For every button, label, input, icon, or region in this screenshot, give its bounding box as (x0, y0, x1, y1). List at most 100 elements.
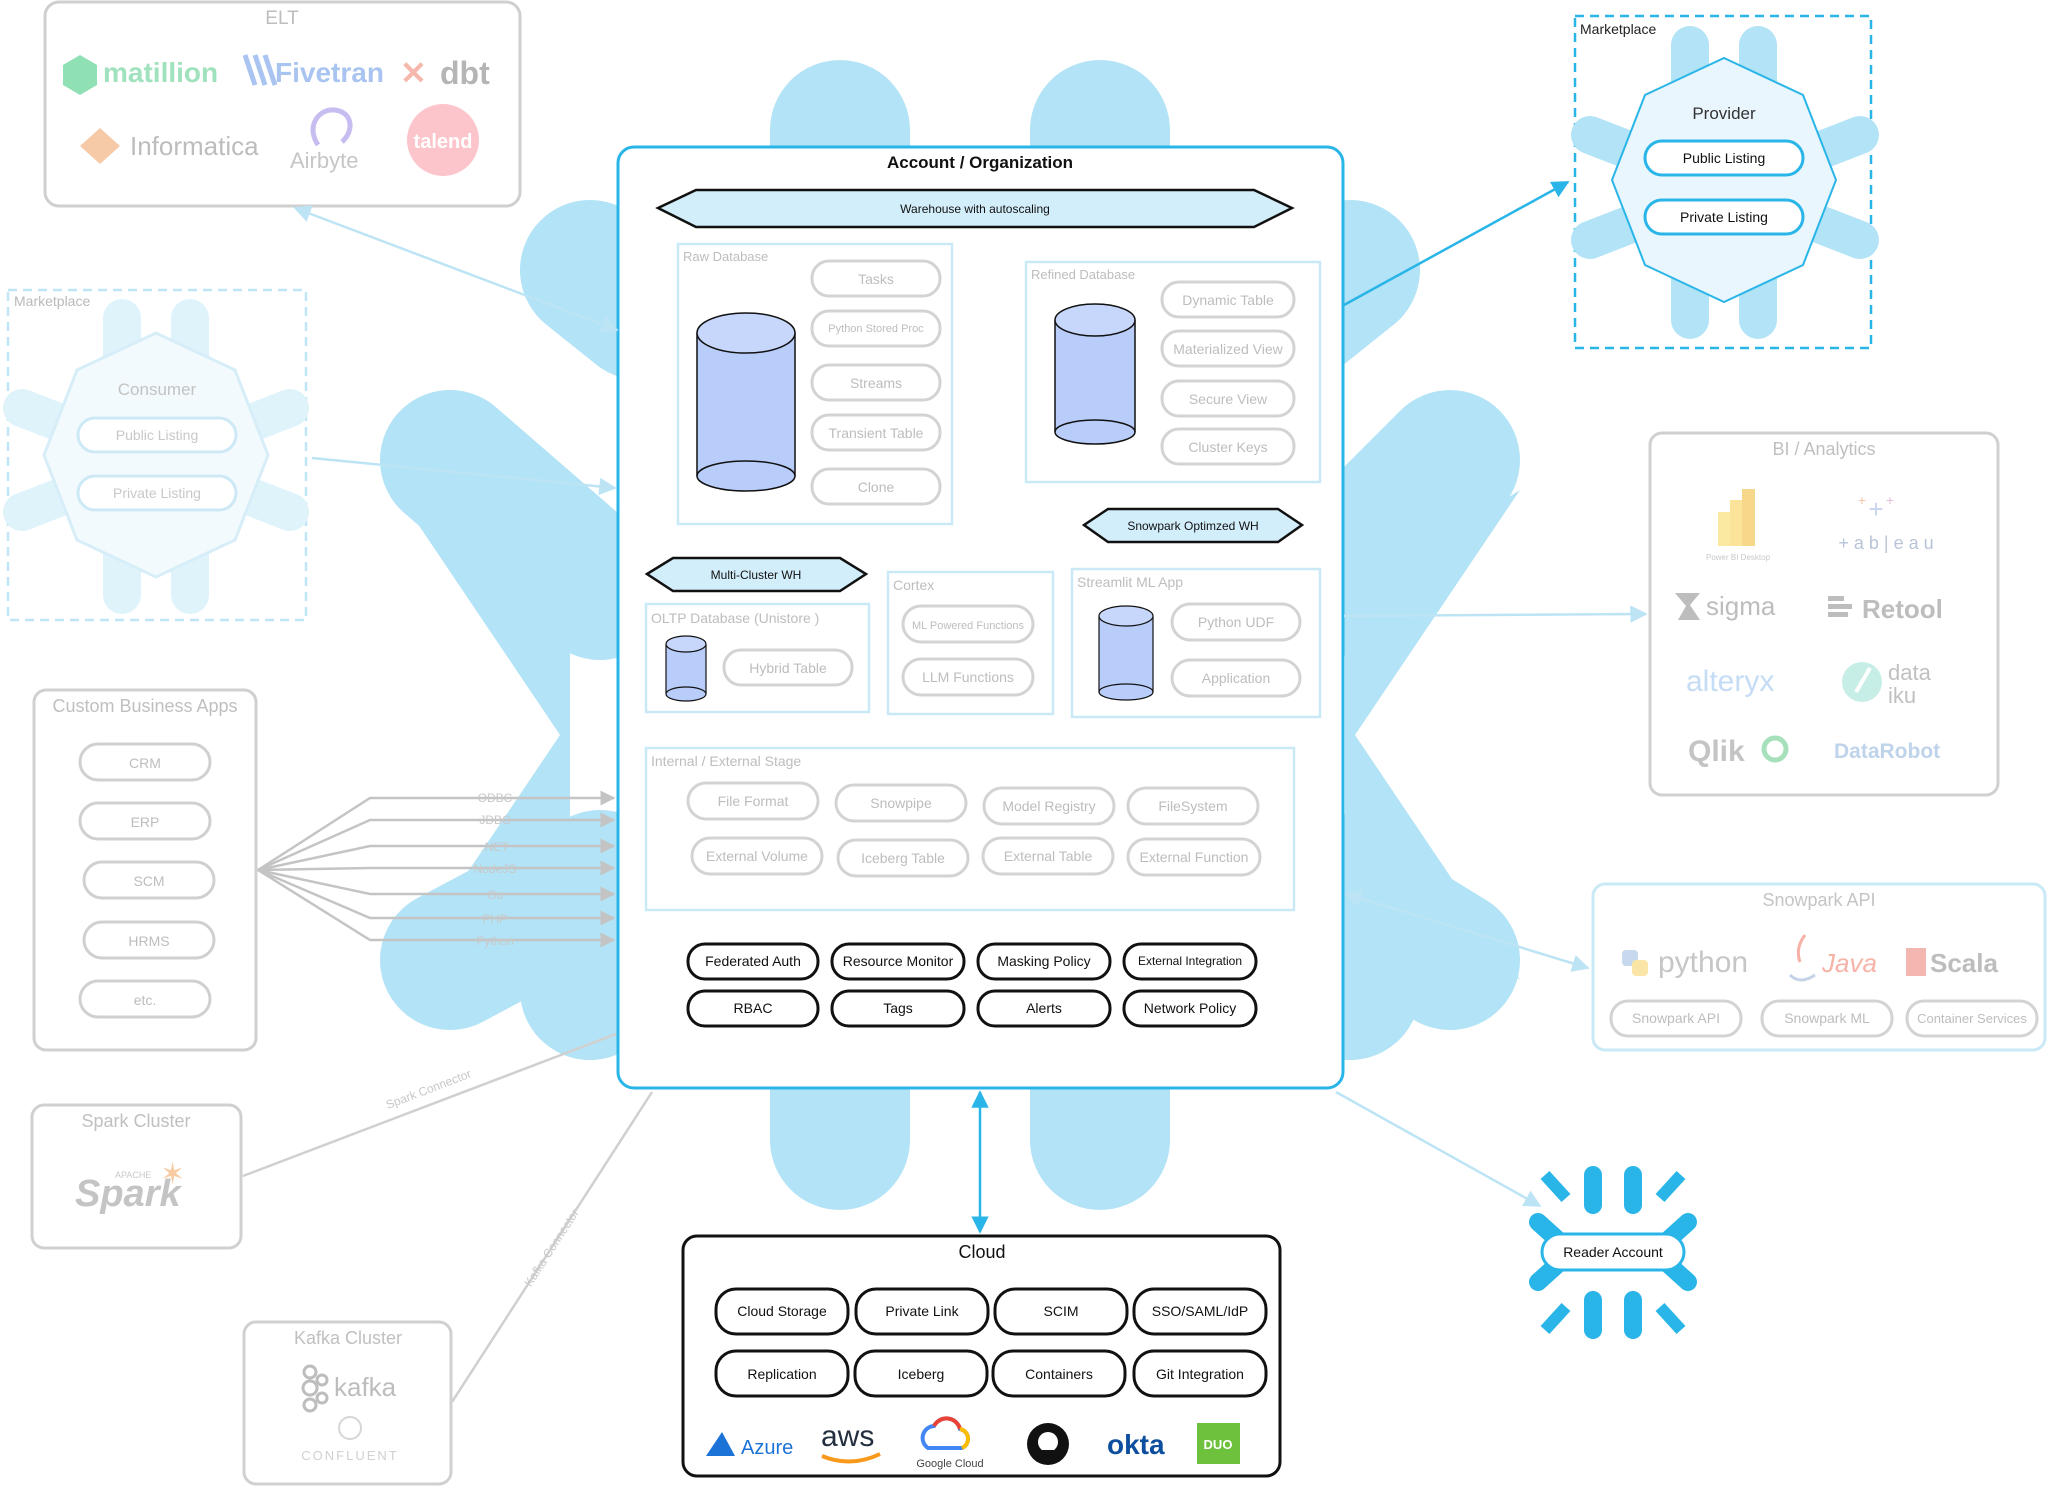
elt-arrow (293, 205, 619, 333)
refined-db-item-secure-view[interactable]: Secure View (1160, 379, 1296, 418)
custom-app-label: etc. (134, 992, 157, 1008)
consumer-public-listing-pill[interactable] (76, 416, 238, 454)
alerts-button[interactable]: Alerts (976, 989, 1112, 1028)
provider-marketplace-panel: Marketplace Provider Public Listing Priv… (1571, 14, 1879, 350)
stage-item-iceberg-table[interactable]: Iceberg Table (836, 838, 970, 878)
governance-row-1: Federated Auth Resource Monitor Masking … (686, 942, 1258, 981)
masking-policy-button[interactable]: Masking Policy (976, 942, 1112, 981)
driver-label: Python (476, 934, 513, 948)
raw-db-item-tasks[interactable]: Tasks (810, 259, 942, 298)
stage-item-model-registry[interactable]: Model Registry (982, 786, 1116, 826)
tags-button[interactable]: Tags (830, 989, 966, 1028)
git-integration-button[interactable]: Git Integration (1132, 1349, 1268, 1398)
rbac-button[interactable]: RBAC (686, 989, 820, 1028)
cloud-item-label: SCIM (1044, 1303, 1079, 1319)
spark-cluster-panel: Spark Cluster APACHE Spark ✶ (30, 1103, 243, 1250)
streamlit-item-python-udf[interactable]: Python UDF (1170, 602, 1302, 642)
refined-db-item-materialized-view[interactable]: Materialized View (1160, 329, 1296, 368)
network-policy-button[interactable]: Network Policy (1122, 989, 1258, 1028)
snowpark-api-title: Snowpark API (1762, 890, 1875, 910)
consumer-title: Consumer (118, 380, 197, 399)
driver-label: ODBC (478, 791, 513, 805)
stage-item-filesystem[interactable]: FileSystem (1126, 786, 1260, 826)
cloud-item-label: Containers (1025, 1366, 1093, 1382)
provider-public-listing-pill[interactable] (1643, 139, 1805, 177)
matillion-logo-text: matillion (103, 57, 218, 88)
refined-db-item-cluster-keys[interactable]: Cluster Keys (1160, 427, 1296, 466)
containers-button[interactable]: Containers (991, 1349, 1127, 1398)
stage-item-label: External Volume (706, 848, 808, 864)
driver-label: NodeJS (474, 862, 517, 876)
custom-app-item-etc[interactable]: etc. (78, 979, 212, 1019)
cloud-item-label: Private Link (885, 1303, 959, 1319)
scala-logo-text: Scala (1930, 948, 1998, 978)
governance-label: External Integration (1138, 954, 1242, 968)
oltp-item-hybrid-table[interactable]: Hybrid Table (722, 648, 854, 687)
raw-db-item-transient-table[interactable]: Transient Table (810, 413, 942, 452)
raw-database-panel: Raw Database Tasks Python Stored Proc St… (676, 242, 954, 526)
provider-private-listing-pill[interactable] (1643, 198, 1805, 236)
streamlit-item-application[interactable]: Application (1170, 658, 1302, 698)
replication-button[interactable]: Replication (714, 1349, 850, 1398)
stage-item-external-volume[interactable]: External Volume (690, 836, 824, 876)
governance-label: Alerts (1026, 1000, 1062, 1016)
consumer-private-listing-pill[interactable] (76, 474, 238, 512)
sigma-logo-text: sigma (1706, 591, 1776, 621)
cloud-storage-button[interactable]: Cloud Storage (714, 1287, 850, 1336)
connection-arrows (293, 180, 1648, 1234)
external-integration-button[interactable]: External Integration (1122, 942, 1258, 981)
raw-db-item-streams[interactable]: Streams (810, 363, 942, 402)
stage-item-external-function[interactable]: External Function (1126, 837, 1262, 877)
reader-account-pill[interactable] (1540, 1232, 1686, 1272)
iceberg-button[interactable]: Iceberg (853, 1349, 989, 1398)
custom-app-item-crm[interactable]: CRM (78, 742, 212, 782)
raw-db-item-python-stored-proc[interactable]: Python Stored Proc (810, 309, 942, 348)
private-link-button[interactable]: Private Link (854, 1287, 990, 1336)
snowpark-api-item-label: Snowpark API (1632, 1010, 1720, 1026)
google-cloud-logo: Google Cloud (916, 1416, 984, 1470)
custom-app-item-scm[interactable]: SCM (82, 860, 216, 900)
java-logo: Java (1788, 934, 1877, 982)
power-bi-logo: Power BI Desktop (1706, 489, 1771, 562)
svg-text:✕: ✕ (400, 55, 427, 91)
custom-app-item-erp[interactable]: ERP (78, 801, 212, 841)
sso-saml-idp-button[interactable]: SSO/SAML/IdP (1132, 1287, 1268, 1336)
snowpark-optimized-wh-label: Snowpark Optimzed WH (1127, 519, 1258, 533)
snowpark-api-item-snowpark-ml[interactable]: Snowpark ML (1760, 999, 1894, 1038)
refined-db-item-label: Dynamic Table (1182, 292, 1274, 308)
stage-item-file-format[interactable]: File Format (686, 781, 820, 821)
dbt-logo-text: dbt (440, 55, 490, 91)
federated-auth-button[interactable]: Federated Auth (686, 942, 820, 981)
stage-item-label: Snowpipe (870, 795, 932, 811)
custom-app-label: HRMS (128, 933, 169, 949)
reader-snowflake-chevrons (1540, 1170, 1686, 1335)
cloud-item-label: Cloud Storage (737, 1303, 827, 1319)
kafka-connector-line (450, 1091, 654, 1403)
stage-item-external-table[interactable]: External Table (981, 836, 1115, 876)
stage-item-snowpipe[interactable]: Snowpipe (834, 783, 968, 823)
alteryx-logo: alteryx (1686, 665, 1774, 698)
snowpark-api-item-container-services[interactable]: Container Services (1905, 999, 2039, 1038)
custom-app-item-hrms[interactable]: HRMS (82, 920, 216, 960)
raw-db-item-label: Python Stored Proc (828, 323, 924, 335)
consumer-private-listing-text: Private Listing (113, 485, 201, 501)
cortex-item-llm-functions[interactable]: LLM Functions (901, 657, 1035, 697)
informatica-logo: Informatica (80, 128, 259, 164)
refined-db-item-dynamic-table[interactable]: Dynamic Table (1160, 280, 1296, 319)
governance-row-2: RBAC Tags Alerts Network Policy (686, 989, 1258, 1028)
driver-label: .NET (481, 840, 509, 854)
raw-db-item-clone[interactable]: Clone (810, 467, 942, 506)
snowpark-api-item-snowpark-api[interactable]: Snowpark API (1609, 999, 1743, 1038)
streamlit-cylinder-icon (1098, 605, 1154, 701)
retool-logo-text: Retool (1862, 594, 1943, 624)
fivetran-logo-text: Fivetran (275, 57, 384, 88)
custom-app-label: ERP (131, 814, 160, 830)
alteryx-logo-text: alteryx (1686, 665, 1774, 698)
scim-button[interactable]: SCIM (993, 1287, 1129, 1336)
okta-logo: okta (1107, 1429, 1165, 1460)
provider-title: Provider (1692, 104, 1756, 123)
svg-text:+: + (1858, 492, 1866, 508)
snowpark-api-arrow (1344, 890, 1590, 972)
cortex-item-ml-powered-functions[interactable]: ML Powered Functions (901, 604, 1035, 644)
resource-monitor-button[interactable]: Resource Monitor (830, 942, 966, 981)
